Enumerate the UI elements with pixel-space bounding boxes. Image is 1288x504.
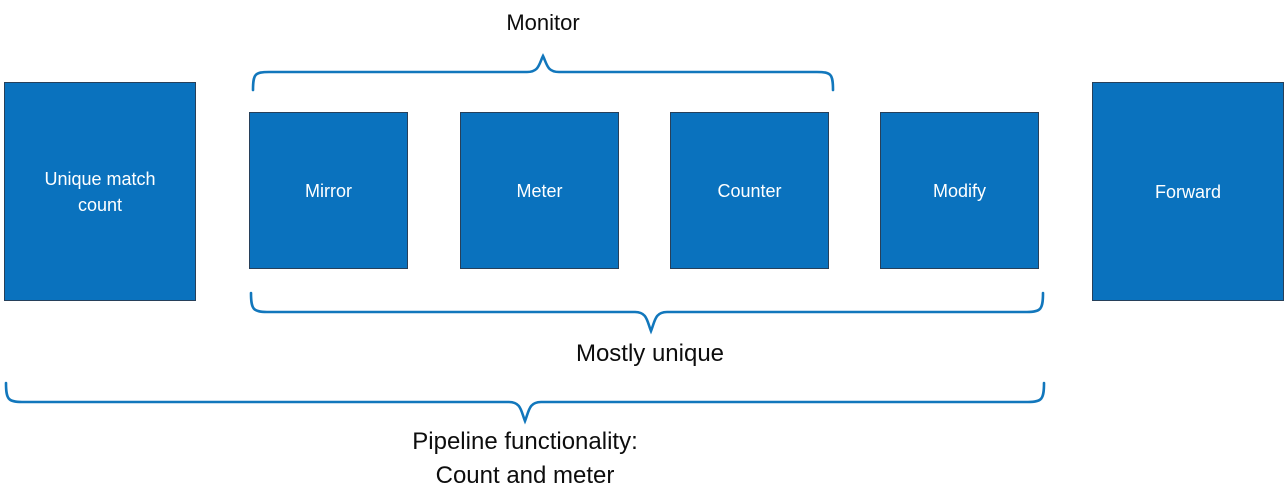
box-modify[interactable]: Modify bbox=[880, 112, 1039, 269]
box-counter[interactable]: Counter bbox=[670, 112, 829, 269]
box-mirror[interactable]: Mirror bbox=[249, 112, 408, 269]
box-label-counter: Counter bbox=[717, 180, 782, 201]
box-unique-match-count[interactable]: Unique match count bbox=[4, 82, 196, 301]
brace-mostly-unique bbox=[249, 291, 1045, 335]
box-forward[interactable]: Forward bbox=[1092, 82, 1284, 301]
brace-monitor bbox=[251, 53, 835, 92]
box-label-mirror: Mirror bbox=[305, 180, 352, 201]
brace-pipeline-functionality bbox=[4, 381, 1046, 425]
box-label-forward: Forward bbox=[1154, 181, 1221, 202]
brace-label-pipeline-functionality: Pipeline functionality: Count and meter bbox=[412, 428, 638, 489]
box-label-meter: Meter bbox=[516, 180, 563, 201]
brace-label-mostly-unique: Mostly unique bbox=[575, 340, 725, 367]
box-meter[interactable]: Meter bbox=[460, 112, 619, 269]
brace-label-monitor: Monitor bbox=[506, 10, 580, 35]
box-label-modify: Modify bbox=[932, 180, 986, 201]
box-label-unique-match-count: Unique match count bbox=[44, 168, 156, 215]
